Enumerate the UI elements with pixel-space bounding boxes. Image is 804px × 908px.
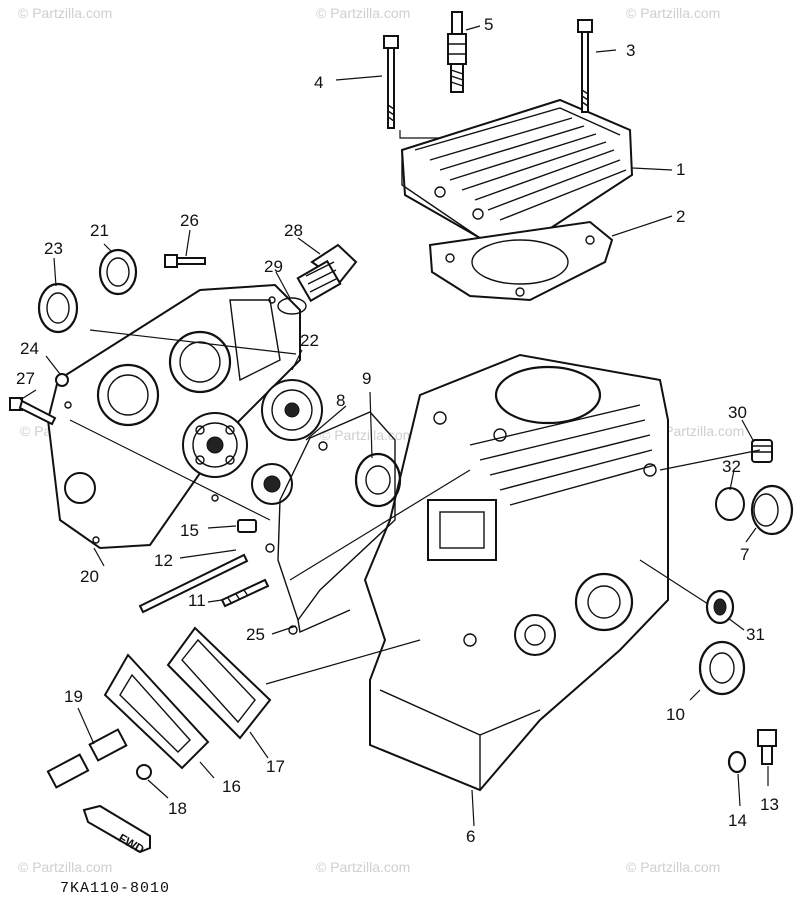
callout-25: 25: [246, 625, 265, 644]
callout-11: 11: [188, 591, 206, 610]
callout-18: 18: [168, 799, 187, 818]
callout-1: 1: [676, 160, 685, 179]
watermark-mid-right: © Partzilla.com: [650, 423, 744, 439]
callout-22: 22: [300, 331, 319, 350]
callout-5: 5: [484, 15, 493, 34]
watermark-top-left: © Partzilla.com: [18, 5, 112, 21]
breather-cover: [103, 653, 210, 770]
stud-11: [220, 578, 270, 608]
stud-12: [138, 553, 249, 614]
breather-gasket: [166, 626, 272, 740]
callout-labels: 1 2 3 4 5 6 7 8 9 10 11 12 13 14 15 16 1…: [16, 15, 779, 846]
crankcase-gasket: [265, 411, 396, 635]
callout-9: 9: [362, 369, 371, 388]
callout-10: 10: [666, 705, 685, 724]
oil-seal-10: [698, 640, 746, 696]
watermark-bottom-center: © Partzilla.com: [316, 859, 410, 875]
callout-23: 23: [44, 239, 63, 258]
callout-3: 3: [626, 41, 635, 60]
bolt-27: [9, 397, 57, 426]
watermark-mid-center: © Partzilla.com: [320, 427, 414, 443]
tube-19: [46, 728, 128, 789]
leader-lines: [19, 25, 769, 827]
oil-filler-cap: [296, 243, 358, 303]
oil-seal-23: [37, 282, 79, 334]
bearing-22-right: [261, 379, 323, 441]
callout-26: 26: [180, 211, 199, 230]
drain-bolt-13: [757, 729, 777, 765]
plug-24: [55, 373, 69, 387]
spark-plug: [447, 11, 467, 93]
watermark-top-right: © Partzilla.com: [626, 5, 720, 21]
callout-6: 6: [466, 827, 475, 846]
callout-4: 4: [314, 73, 323, 92]
watermark-bottom-left: © Partzilla.com: [18, 859, 112, 875]
callout-31: 31: [746, 625, 765, 644]
head-gasket: [428, 220, 614, 302]
callout-21: 21: [90, 221, 109, 240]
callout-28: 28: [284, 221, 303, 240]
cylinder-head: [400, 98, 634, 240]
watermark-bottom-right: © Partzilla.com: [626, 859, 720, 875]
callout-15: 15: [180, 521, 199, 540]
callout-24: 24: [20, 339, 39, 358]
callout-17: 17: [266, 757, 285, 776]
callout-8: 8: [336, 391, 345, 410]
callout-30: 30: [728, 403, 747, 422]
seal-9: [354, 452, 402, 508]
cap-32: [715, 487, 745, 521]
oil-gauge-7: [750, 484, 794, 536]
o-ring-29: [277, 297, 307, 315]
callout-27: 27: [16, 369, 35, 388]
seal-31: [705, 589, 735, 625]
callout-20: 20: [80, 567, 99, 586]
oil-seal-21: [98, 248, 138, 296]
washer-14: [727, 750, 747, 774]
crankcase-block: [363, 353, 669, 792]
callout-19: 19: [64, 687, 83, 706]
callout-13: 13: [760, 795, 779, 814]
callout-16: 16: [222, 777, 241, 796]
bearing-22-left: [182, 412, 248, 478]
head-bolt-4: [383, 35, 399, 129]
crankcase-cover: [46, 283, 301, 550]
screw-18: [136, 764, 152, 780]
watermark-top-center: © Partzilla.com: [316, 5, 410, 21]
callout-2: 2: [676, 207, 685, 226]
callout-29: 29: [264, 257, 283, 276]
bolt-26: [164, 254, 206, 268]
callout-7: 7: [740, 545, 749, 564]
oil-seal-small: [251, 463, 293, 505]
figure-code: 7KA110-8010: [60, 880, 170, 897]
fwd-arrow: FWD: [82, 804, 151, 857]
head-bolt-3: [577, 19, 593, 113]
callout-14: 14: [728, 811, 747, 830]
callout-12: 12: [154, 551, 173, 570]
dowel-pin: [237, 519, 257, 533]
callout-32: 32: [722, 457, 741, 476]
